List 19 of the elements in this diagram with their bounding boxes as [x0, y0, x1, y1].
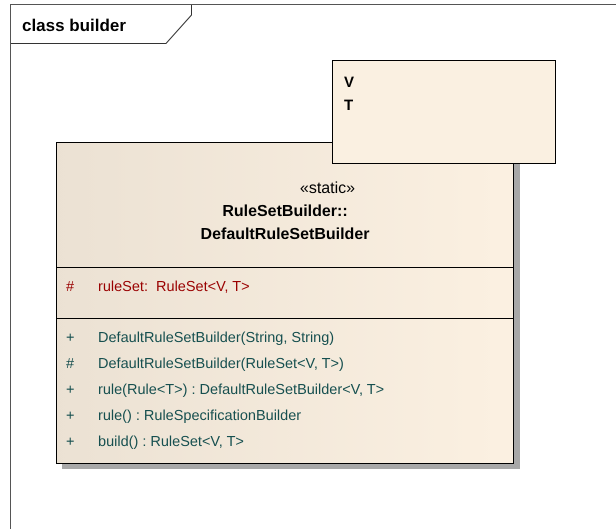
member-signature: rule() : RuleSpecificationBuilder — [98, 407, 302, 426]
template-parameter: V — [344, 73, 356, 93]
template-parameter-box — [332, 60, 556, 164]
stereotype: «static» — [298, 179, 356, 199]
visibility-marker: + — [66, 381, 76, 400]
visibility-marker: + — [66, 433, 76, 452]
member-signature: DefaultRuleSetBuilder(String, String) — [98, 329, 334, 348]
frame-title: class builder — [22, 15, 126, 37]
template-parameter: T — [344, 96, 354, 116]
class-name: RuleSetBuilder:: DefaultRuleSetBuilder — [200, 202, 370, 245]
member-signature: rule(Rule<T>) : DefaultRuleSetBuilder<V, T> — [98, 381, 384, 400]
member-signature: ruleSet: RuleSet<V, T> — [98, 278, 250, 298]
visibility-marker: # — [66, 278, 76, 298]
diagram-frame — [10, 4, 616, 529]
member-signature: build() : RuleSet<V, T> — [98, 433, 244, 452]
visibility-marker: + — [66, 329, 76, 348]
member-signature: DefaultRuleSetBuilder(RuleSet<V, T>) — [98, 355, 344, 374]
visibility-marker: + — [66, 407, 76, 426]
visibility-marker: # — [66, 355, 76, 374]
